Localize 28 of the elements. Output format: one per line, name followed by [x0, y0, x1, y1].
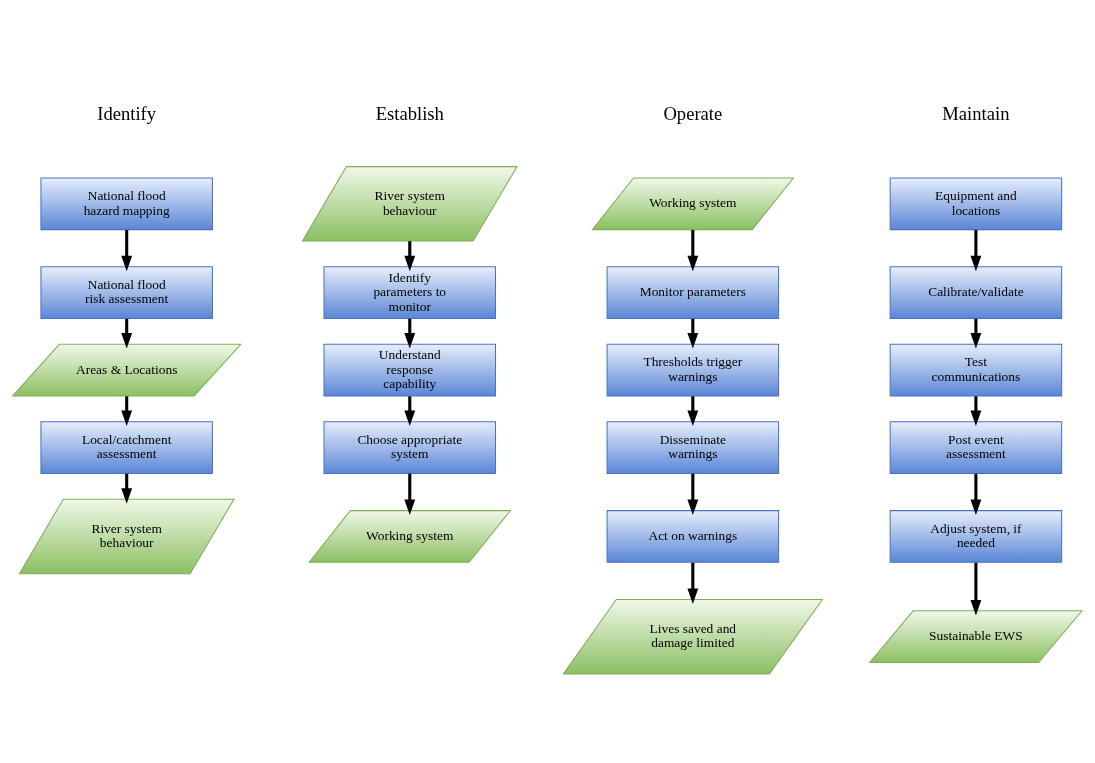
arrow	[404, 241, 416, 272]
node-box: National flood hazard mapping	[40, 177, 213, 231]
arrow	[687, 562, 699, 605]
node-box: Disseminate warnings	[606, 421, 780, 474]
arrow	[970, 562, 982, 616]
node-box: Act on warnings	[606, 510, 780, 563]
label: Operate	[663, 102, 723, 124]
label: Establish	[375, 102, 444, 124]
node-box: Adjust system, if needed	[889, 510, 1063, 563]
node-box: Choose appropriate system	[323, 421, 497, 474]
node-box: Thresholds trigger warnings	[606, 343, 780, 397]
node-box: National flood risk assessment	[40, 266, 213, 319]
arrow	[970, 473, 982, 516]
arrow	[687, 229, 699, 272]
label: Identify	[97, 102, 157, 124]
node-box: Understand response capability	[323, 343, 497, 397]
node-box: Calibrate/validate	[889, 266, 1063, 319]
node-box: Local/catchment assessment	[40, 421, 213, 474]
node-box: Post event assessment	[889, 421, 1063, 474]
label: Maintain	[942, 102, 1010, 124]
node-box: Monitor parameters	[606, 266, 780, 319]
node-box: Test communications	[889, 343, 1063, 397]
node-box: Identify parameters to monitor	[323, 266, 497, 319]
arrow	[121, 229, 133, 272]
arrow	[404, 473, 416, 516]
arrow	[687, 473, 699, 516]
arrow	[970, 229, 982, 272]
node-box: Equipment and locations	[889, 177, 1063, 231]
